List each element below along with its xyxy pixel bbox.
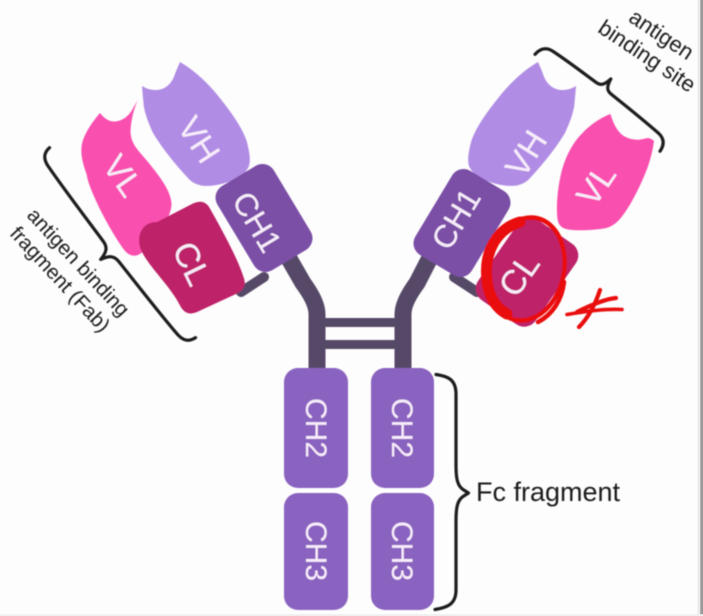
svg-text:CH3: CH3	[299, 521, 332, 581]
svg-text:Fc fragment: Fc fragment	[476, 477, 621, 507]
svg-text:CH2: CH2	[385, 398, 418, 458]
svg-text:CH2: CH2	[299, 398, 332, 458]
svg-text:CH3: CH3	[385, 521, 418, 581]
